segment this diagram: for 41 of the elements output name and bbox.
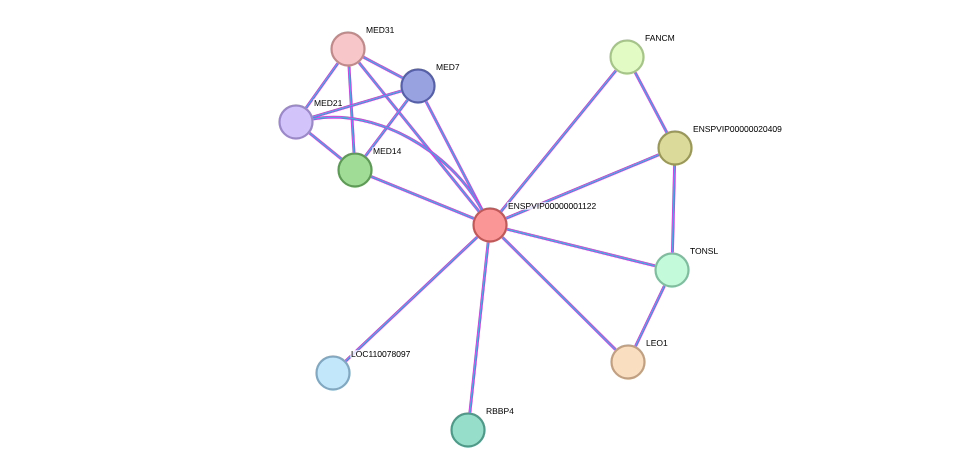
- protein-node: [609, 39, 645, 75]
- protein-node: [472, 207, 508, 243]
- edge: [362, 56, 404, 80]
- edge: [313, 116, 483, 210]
- node-label: ENSPVIP00000001122: [507, 202, 598, 210]
- protein-node: [610, 344, 646, 380]
- protein-node: [450, 412, 486, 448]
- protein-node: [330, 31, 366, 67]
- node-label: ENSPVIP00000020409: [692, 125, 783, 133]
- edge: [506, 153, 660, 220]
- edge: [358, 62, 480, 212]
- protein-node: [657, 130, 693, 166]
- node-label: MED31: [365, 26, 396, 34]
- edge: [506, 228, 656, 268]
- edge: [308, 132, 342, 160]
- edge: [348, 66, 356, 152]
- edge: [501, 236, 617, 351]
- edge: [312, 90, 402, 118]
- protein-node: [278, 104, 314, 140]
- protein-node: [654, 252, 690, 288]
- node-label: RBBP4: [485, 407, 515, 415]
- protein-node: [337, 152, 373, 188]
- protein-node: [400, 68, 436, 104]
- edge: [634, 72, 668, 134]
- edge: [344, 236, 478, 362]
- edge: [424, 100, 484, 210]
- node-label: TONSL: [689, 247, 719, 255]
- node-label: LOC110078097: [350, 350, 412, 358]
- edge: [370, 175, 474, 220]
- node-label: MED21: [313, 99, 344, 107]
- node-label: LEO1: [645, 339, 669, 347]
- edge: [500, 70, 617, 212]
- node-label: MED7: [435, 63, 460, 71]
- node-label: FANCM: [644, 34, 676, 42]
- edge: [634, 285, 666, 347]
- protein-node: [315, 355, 351, 391]
- edge: [364, 99, 409, 157]
- edge: [670, 166, 676, 252]
- edge: [305, 62, 339, 108]
- edge: [468, 242, 490, 413]
- node-label: MED14: [372, 147, 402, 155]
